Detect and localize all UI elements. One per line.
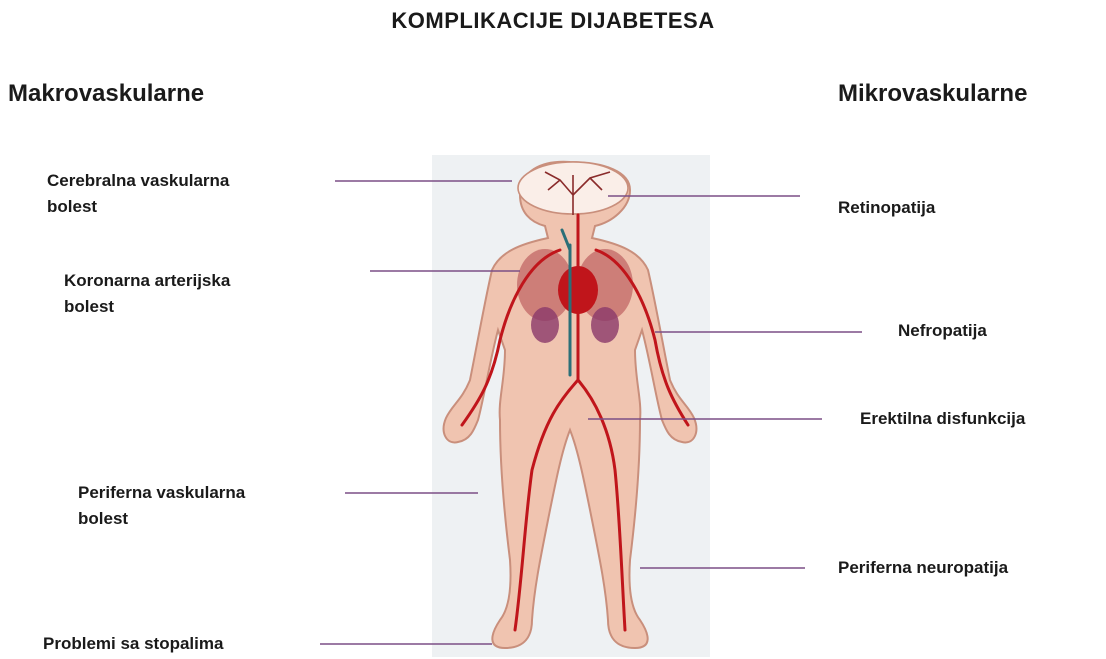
- label-erectile-dysfunction: Erektilna disfunkcija: [860, 406, 1025, 432]
- right-kidney: [591, 307, 619, 343]
- label-foot-problems: Problemi sa stopalima: [43, 631, 223, 657]
- brain-vessels: [518, 162, 628, 215]
- label-line: bolest: [64, 294, 230, 320]
- label-line: bolest: [47, 194, 229, 220]
- label-peripheral-vascular: Periferna vaskularna bolest: [78, 480, 245, 532]
- label-line: Problemi sa stopalima: [43, 631, 223, 657]
- label-coronary-artery: Koronarna arterijska bolest: [64, 268, 230, 320]
- label-line: bolest: [78, 506, 245, 532]
- label-cerebral-vascular: Cerebralna vaskularna bolest: [47, 168, 229, 220]
- label-peripheral-neuropathy: Periferna neuropatija: [838, 555, 1008, 581]
- label-line: Periferna vaskularna: [78, 480, 245, 506]
- left-kidney: [531, 307, 559, 343]
- label-nephropathy: Nefropatija: [898, 318, 987, 344]
- label-line: Koronarna arterijska: [64, 268, 230, 294]
- label-retinopathy: Retinopatija: [838, 195, 935, 221]
- label-line: Cerebralna vaskularna: [47, 168, 229, 194]
